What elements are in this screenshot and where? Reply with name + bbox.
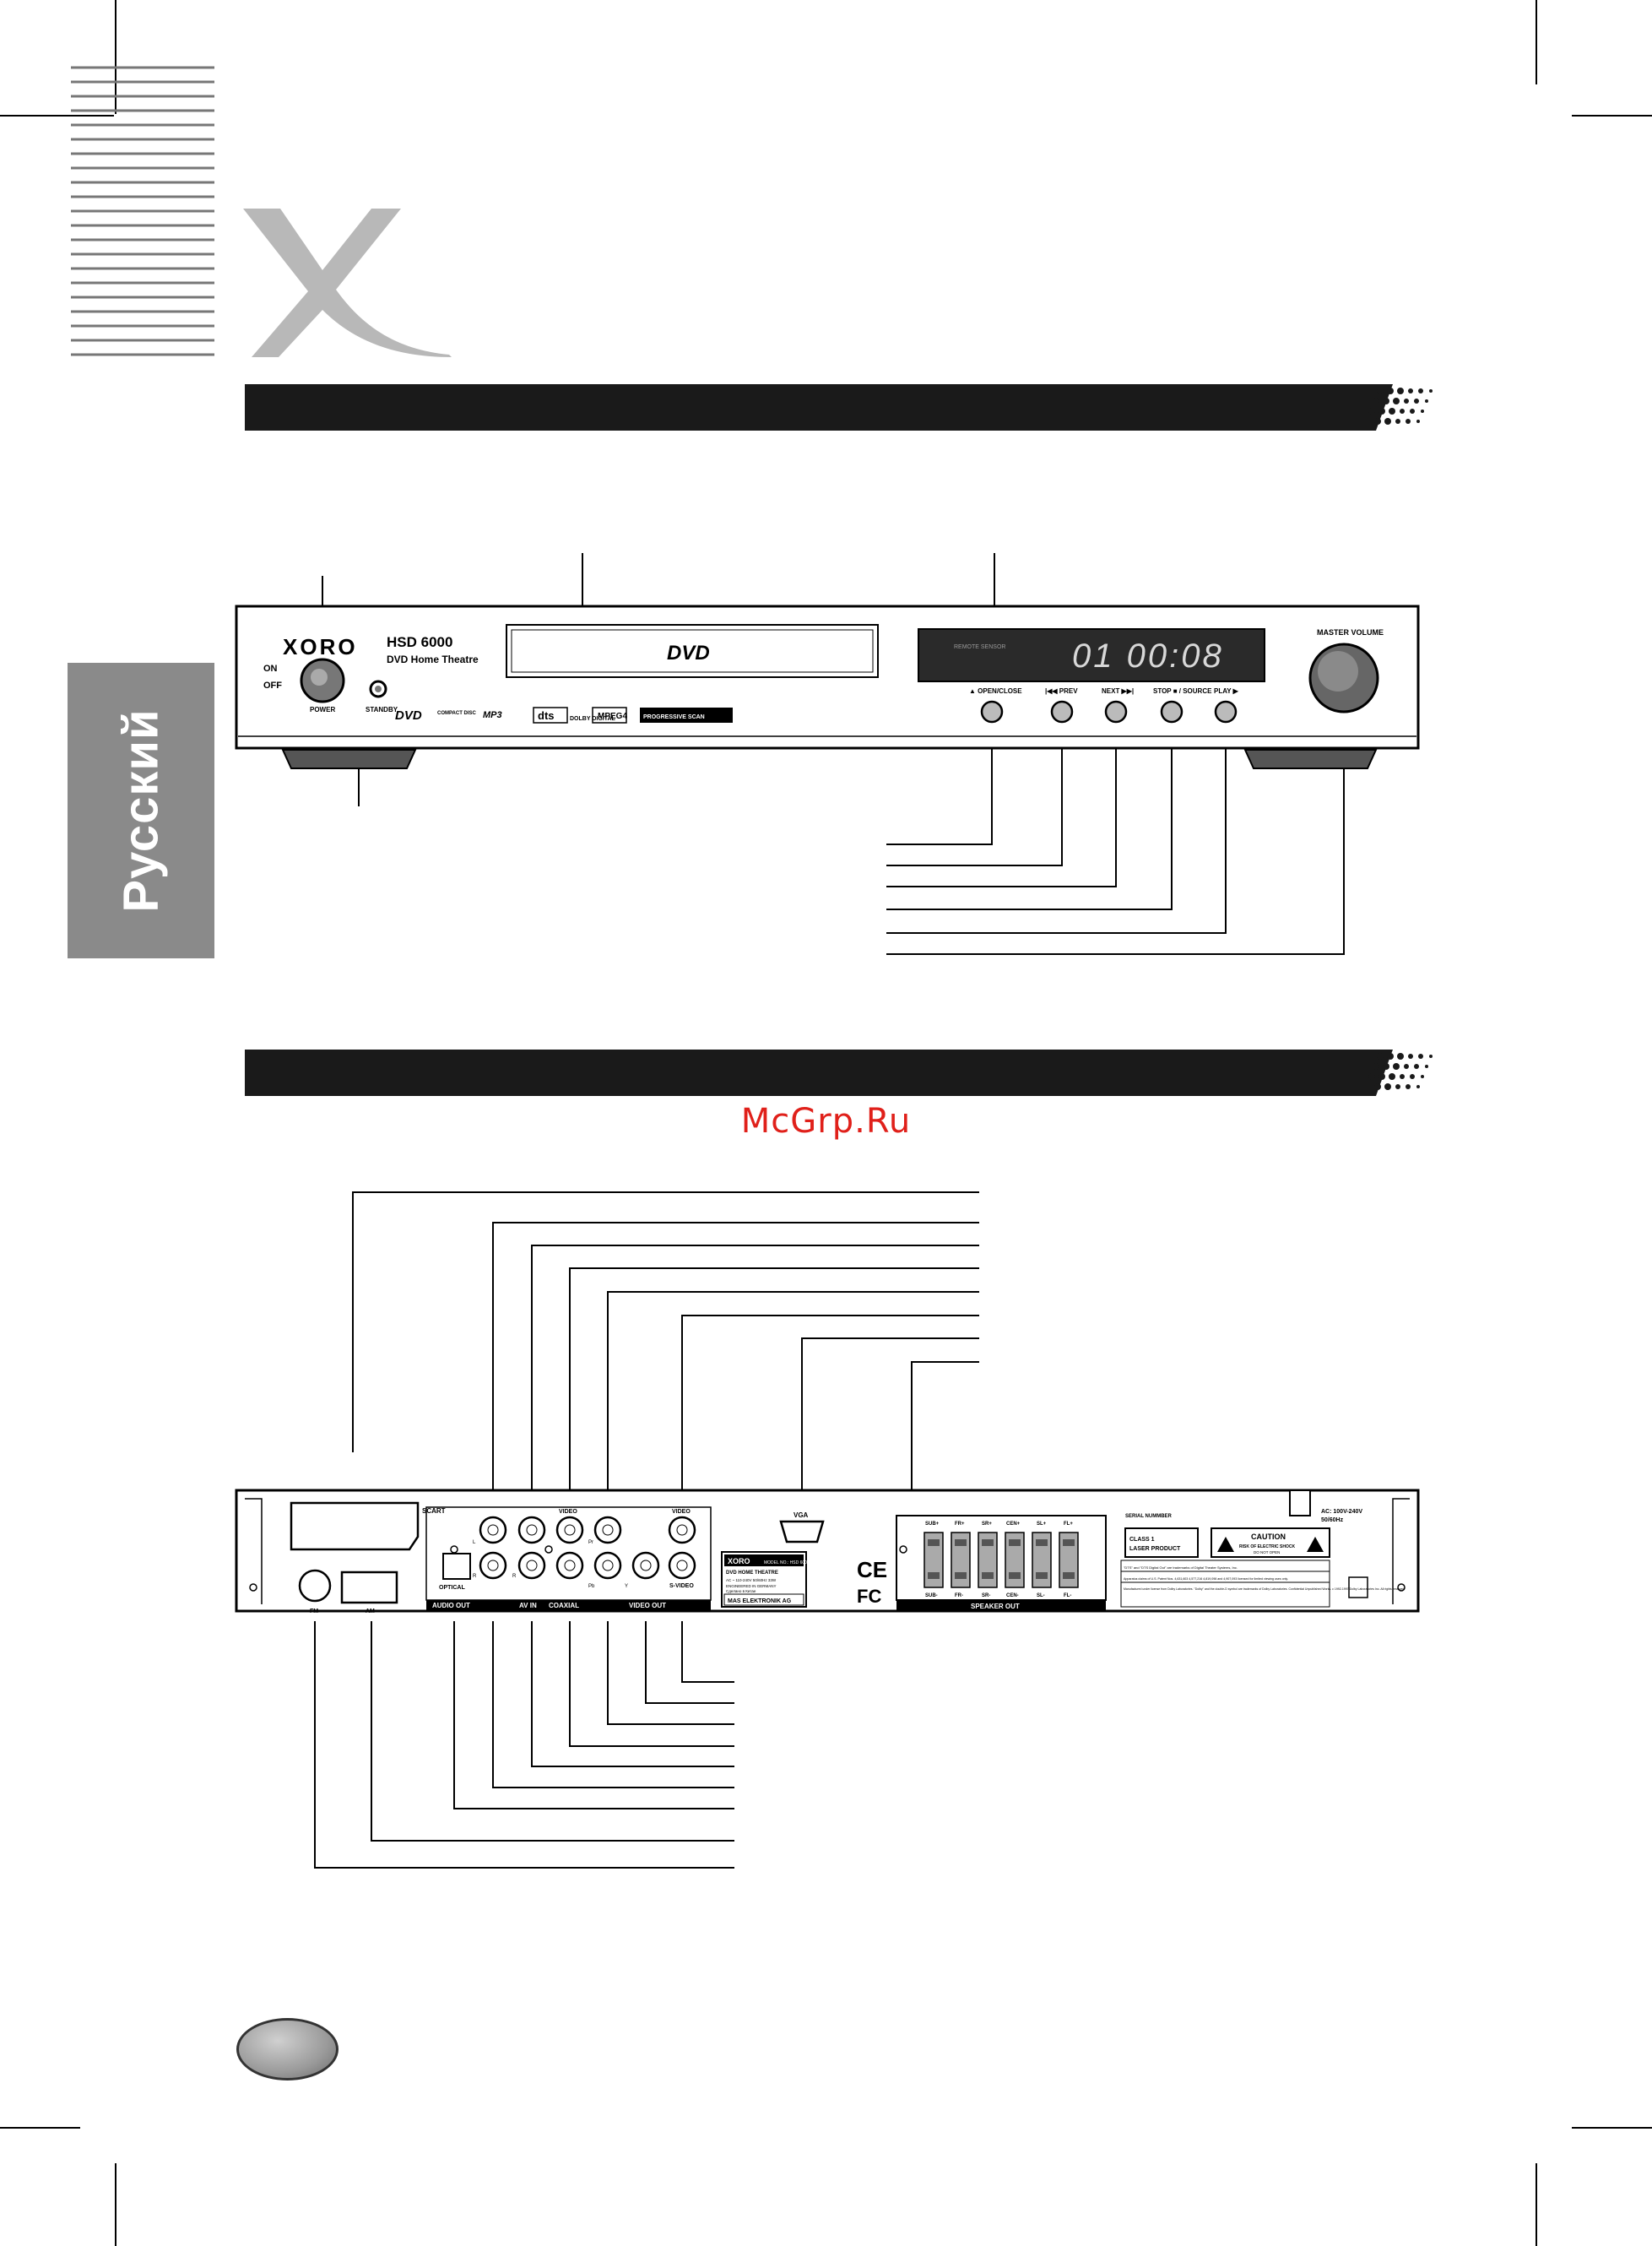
- video-top-label: VIDEO: [559, 1509, 577, 1515]
- fm-label: FM: [310, 1609, 318, 1614]
- patent-note: Apparatus claims of U.S. Patent Nos. 4,6…: [1124, 1577, 1288, 1581]
- dts-note: "DTS" and "DTS Digital Out" are trademar…: [1124, 1565, 1238, 1570]
- front-brand: XORO: [283, 634, 358, 659]
- section-bar-front: [245, 384, 1433, 431]
- pr-label: Pr: [588, 1540, 593, 1545]
- watermark: McGrp.Ru: [740, 1102, 912, 1141]
- front-panel-diagram: XORO HSD 6000 DVD Home Theatre ON OFF PO…: [235, 553, 1420, 955]
- ac-power-label: AC: 100V-240V: [1321, 1509, 1362, 1515]
- fc-mark: FC: [857, 1586, 881, 1607]
- spk-top-2: SR+: [982, 1522, 992, 1527]
- l-label: L: [473, 1540, 476, 1545]
- btn-label-open-close: ▲ OPEN/CLOSE: [969, 687, 1022, 695]
- btn-label-play: PLAY ▶: [1214, 687, 1239, 695]
- logo-dolby: DOLBY DIGITAL: [570, 716, 616, 722]
- video-right-label: VIDEO: [672, 1509, 691, 1515]
- hz-label: 50/60Hz: [1321, 1517, 1344, 1523]
- coaxial-label: COAXIAL: [549, 1602, 579, 1609]
- front-model: HSD 6000: [387, 634, 452, 650]
- spk-bot-0: SUB-: [925, 1593, 938, 1598]
- off-label: OFF: [263, 681, 282, 691]
- spk-top-3: CEN+: [1006, 1522, 1021, 1527]
- y-label: Y: [625, 1584, 628, 1589]
- r-label-2: R: [512, 1574, 517, 1579]
- video-out-label: VIDEO OUT: [629, 1602, 666, 1609]
- label-china: Сделано в Китае: [726, 1589, 756, 1593]
- spk-top-1: FR+: [955, 1522, 965, 1527]
- class1-label: CLASS 1: [1129, 1537, 1155, 1543]
- spk-top-4: SL+: [1037, 1522, 1047, 1527]
- btn-label-stop: STOP ■ / SOURCE: [1153, 687, 1212, 695]
- am-label: AM: [366, 1609, 375, 1614]
- section-bar-rear: [245, 1050, 1433, 1096]
- optical-label: OPTICAL: [439, 1585, 465, 1591]
- spk-top-0: SUB+: [925, 1522, 940, 1527]
- r-label-1: R: [473, 1574, 477, 1579]
- caution-label: CAUTION: [1251, 1533, 1286, 1541]
- language-tab: Русский: [68, 663, 214, 958]
- spk-top-5: FL+: [1064, 1522, 1073, 1527]
- laser-label: LASER PRODUCT: [1129, 1546, 1181, 1552]
- svideo-label: S-VIDEO: [669, 1583, 694, 1589]
- on-label: ON: [263, 664, 278, 674]
- spk-bot-3: CEN-: [1006, 1593, 1019, 1598]
- power-label: POWER: [310, 706, 335, 713]
- btn-label-next: NEXT ▶▶|: [1102, 687, 1134, 695]
- spk-bot-4: SL-: [1037, 1593, 1045, 1598]
- dolby-note: Manufactured under license from Dolby La…: [1124, 1587, 1405, 1591]
- av-in-label: AV IN: [519, 1602, 537, 1609]
- dont-open-label: DO NOT OPEN: [1254, 1550, 1280, 1554]
- brand-x-icon: [243, 209, 452, 357]
- logo-compact-disc: COMPACT DISC: [437, 711, 477, 716]
- speaker-out-label: SPEAKER OUT: [971, 1603, 1020, 1610]
- shock-label: RISK OF ELECTRIC SHOCK: [1239, 1544, 1296, 1549]
- display-readout: 01 00:08: [1072, 637, 1224, 675]
- logo-dts: dts: [538, 709, 555, 722]
- label-company: MAS ELEKTRONIK AG: [728, 1598, 792, 1604]
- standby-label: STANDBY: [366, 706, 398, 713]
- dvd-logo: DVD: [667, 642, 710, 665]
- serial-label: SERIAL NUMMBER: [1125, 1514, 1173, 1519]
- logo-progressive: PROGRESSIVE SCAN: [643, 714, 705, 720]
- label-title: DVD HOME THEATRE: [726, 1571, 778, 1576]
- logo-mpeg4: MPEG4: [598, 712, 627, 721]
- label-engineered: ENGINEERED IN GERMANY: [726, 1584, 777, 1588]
- logo-mp3: MP3: [483, 710, 502, 720]
- spk-bot-1: FR-: [955, 1593, 963, 1598]
- label-brand: XORO: [728, 1557, 750, 1565]
- scart-label: SCART: [422, 1507, 446, 1515]
- audio-out-label: AUDIO OUT: [432, 1602, 470, 1609]
- front-subtitle: DVD Home Theatre: [387, 654, 479, 665]
- logo-dvd: DVD: [395, 708, 422, 723]
- spk-bot-2: SR-: [982, 1593, 990, 1598]
- ce-mark: CE: [857, 1557, 887, 1582]
- spk-bot-5: FL-: [1064, 1593, 1071, 1598]
- label-model: MODEL NO.: HSD 6000: [764, 1560, 810, 1565]
- btn-label-prev: |◀◀ PREV: [1045, 687, 1078, 695]
- rear-panel-diagram: CE FC SCART VIDEO VIDEO VGA L R R Pr Pb …: [235, 1191, 1420, 1869]
- remote-sensor-label: REMOTE SENSOR: [954, 644, 1005, 650]
- master-volume-label: MASTER VOLUME: [1317, 628, 1384, 637]
- pb-label: Pb: [588, 1584, 595, 1589]
- vga-label: VGA: [794, 1511, 809, 1519]
- page-number-badge: [236, 2018, 339, 2081]
- label-ac: AC ~ 110-240V 50/60Hz 33W: [726, 1578, 777, 1582]
